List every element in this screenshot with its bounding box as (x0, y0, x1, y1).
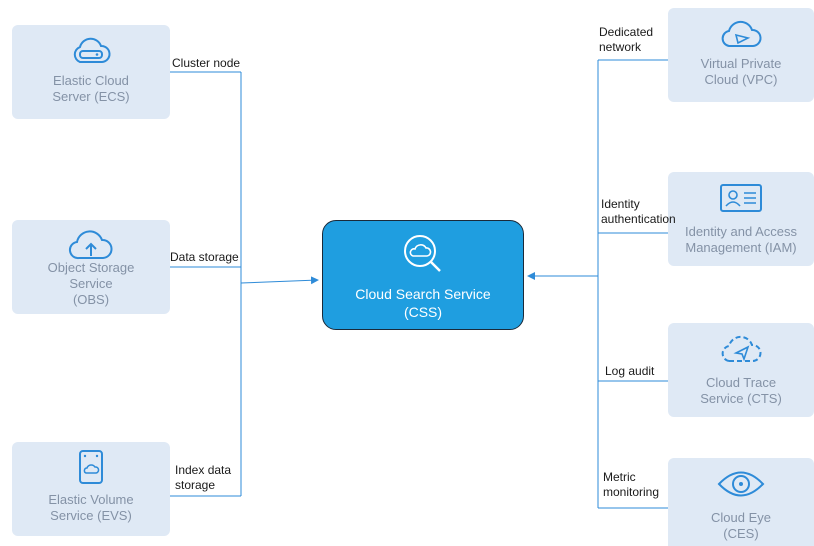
service-box-vpc: Virtual Private Cloud (VPC) (668, 8, 814, 102)
trace-cloud-icon (718, 331, 764, 367)
relation-label: Cluster node (172, 56, 241, 70)
relation-label: Metric monitoring (603, 470, 660, 499)
service-name: Object Storage Service (OBS) (47, 260, 135, 307)
id-card-icon (718, 180, 764, 216)
center-service-css: Cloud Search Service (CSS) (322, 220, 524, 330)
service-name: Elastic Cloud Server (ECS) (52, 73, 130, 104)
relation-label: Dedicated network (599, 25, 654, 54)
left-arrow (240, 276, 319, 285)
cloud-upload-icon (67, 228, 115, 264)
relation-label: Index data storage (175, 463, 232, 492)
server-cloud-icon (70, 33, 112, 69)
relation-label: Log audit (605, 364, 655, 378)
service-box-ecs: Elastic Cloud Server (ECS) (12, 25, 170, 119)
service-name: Cloud Eye (CES) (711, 510, 771, 541)
service-box-iam: Identity and Access Management (IAM) (668, 172, 814, 266)
vpc-cloud-icon (718, 16, 764, 52)
service-box-evs: Elastic Volume Service (EVS) (12, 442, 170, 536)
service-box-ces: Cloud Eye (CES) (668, 458, 814, 546)
service-box-cts: Cloud Trace Service (CTS) (668, 323, 814, 417)
disk-icon (76, 450, 106, 486)
service-name: Elastic Volume Service (EVS) (48, 492, 134, 523)
eye-icon (716, 466, 766, 502)
relation-label: Data storage (170, 250, 239, 264)
service-name: Cloud Search Service (CSS) (355, 286, 491, 320)
relation-label: Identity authentication (601, 197, 676, 226)
service-box-obs: Object Storage Service (OBS) (12, 220, 170, 314)
search-cloud-icon (400, 231, 446, 279)
service-name: Identity and Access Management (IAM) (684, 224, 797, 255)
service-name: Virtual Private Cloud (VPC) (700, 56, 782, 87)
service-name: Cloud Trace Service (CTS) (700, 375, 782, 406)
